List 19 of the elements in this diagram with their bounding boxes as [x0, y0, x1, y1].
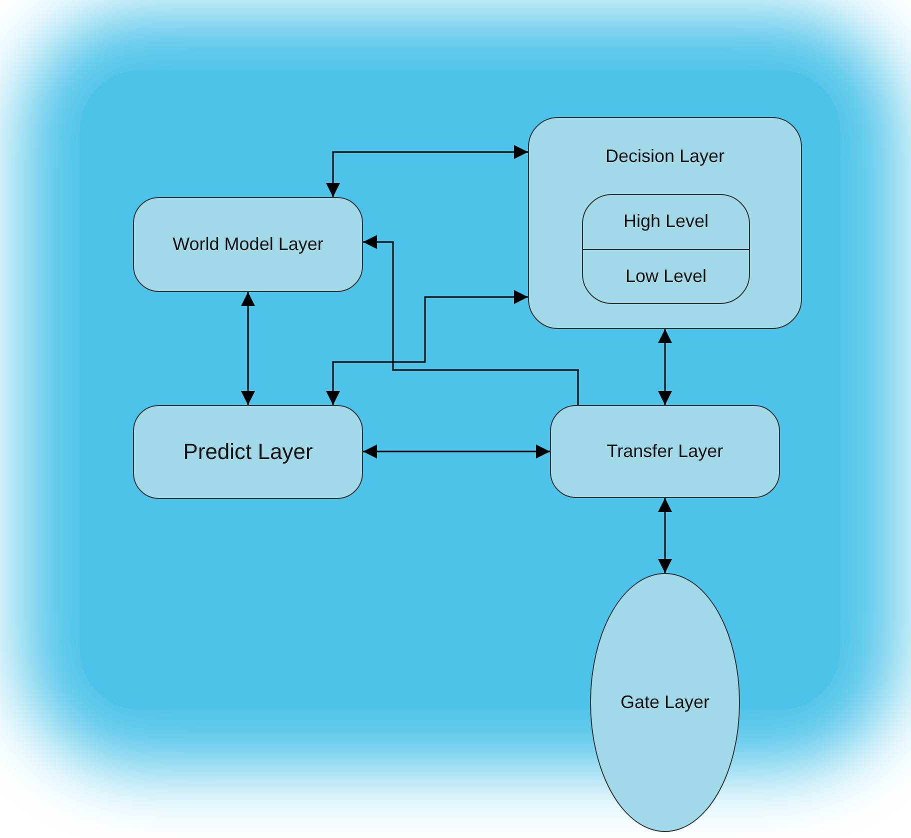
connector-arrow — [658, 329, 672, 405]
rounded-box — [133, 405, 363, 499]
connector-arrow — [363, 444, 550, 458]
connector-arrow — [326, 145, 528, 197]
connector-arrow — [241, 292, 255, 405]
layer-label: Transfer Layer — [606, 441, 724, 462]
layer-label: Gate Layer — [620, 692, 710, 713]
layer-label: World Model Layer — [172, 234, 324, 255]
split-rounded-box — [582, 194, 750, 304]
section-label: High Level — [623, 211, 709, 232]
rounded-box — [133, 197, 363, 292]
connector-arrow — [326, 290, 528, 405]
rounded-container — [528, 117, 802, 329]
connector-arrow — [363, 235, 579, 405]
rounded-box — [550, 405, 780, 498]
connector-arrow — [658, 498, 672, 573]
layer-label: Decision Layer — [605, 146, 725, 167]
section-label: Low Level — [625, 266, 707, 287]
layer-label: Predict Layer — [183, 439, 313, 465]
